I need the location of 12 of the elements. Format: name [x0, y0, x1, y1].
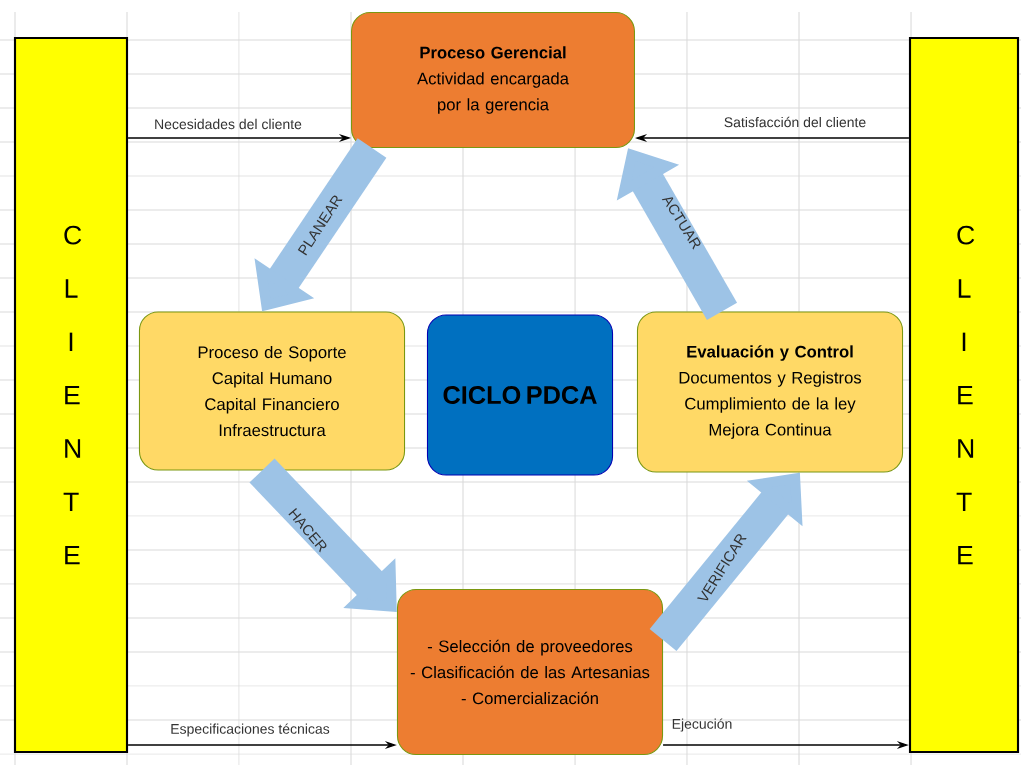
process-box: - Selección de proveedores - Clasificación de las Artesanias - Comercialización — [396, 588, 664, 756]
process-box: Proceso Gerencial Actividad encargada por la gerencia — [351, 12, 635, 148]
edge-label: Satisfacción del cliente — [724, 116, 866, 128]
edge-label: Necesidades del cliente — [155, 118, 302, 130]
process-box: Evaluación y Control Documentos y Registros Cumplimiento de la ley Mejora Continua — [636, 311, 904, 473]
client-bar: C L I E N T E — [13, 36, 129, 754]
edge-label: Ejecución — [672, 718, 732, 732]
client-bar: C L I E N T E — [908, 36, 1020, 754]
process-box: Proceso de Soporte Capital Humano Capital Financiero Infraestructura — [138, 311, 406, 471]
cycle-box: CICLO PDCA — [426, 314, 614, 476]
block-arrow — [249, 458, 397, 612]
edge-label: Especificaciones técnicas — [171, 723, 330, 737]
